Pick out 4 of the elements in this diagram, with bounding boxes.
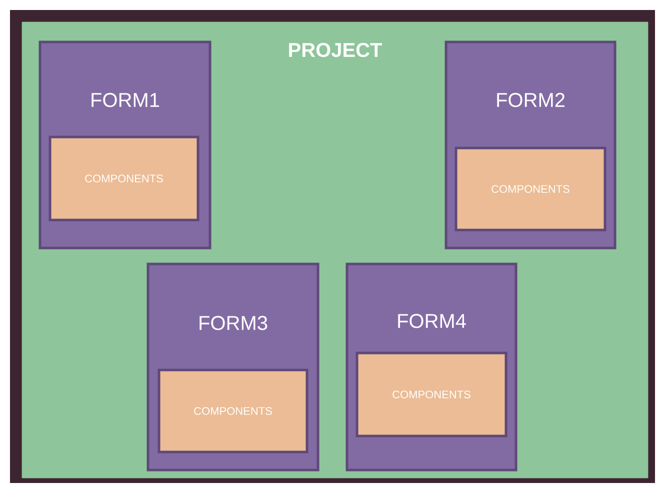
components-box: COMPONENTS: [454, 146, 606, 232]
components-box: COMPONENTS: [158, 368, 308, 454]
components-box: COMPONENTS: [356, 352, 508, 438]
components-box: COMPONENTS: [48, 136, 200, 222]
